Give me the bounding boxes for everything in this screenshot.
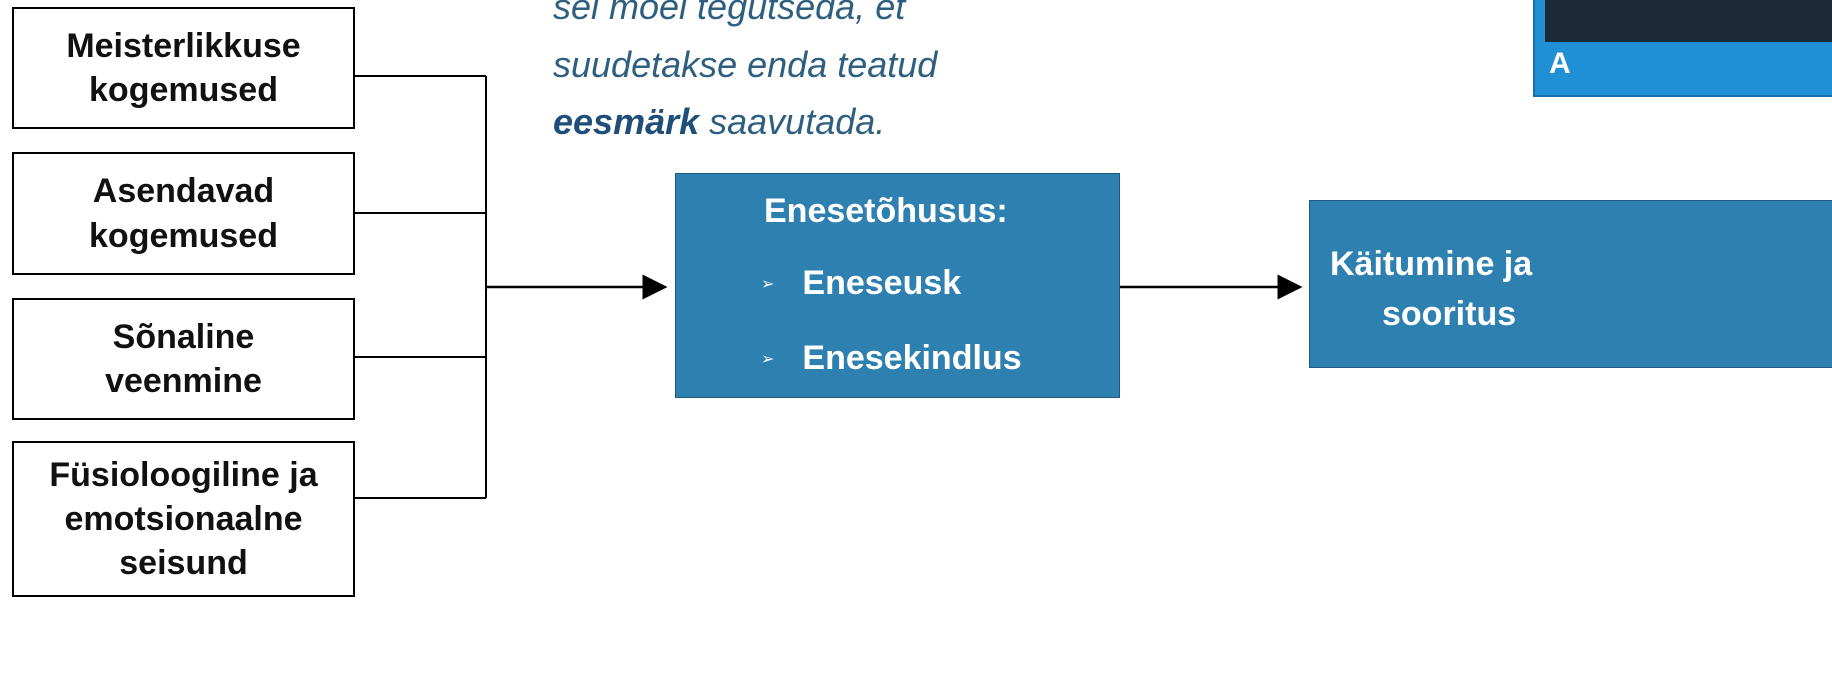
- arrow-bullet-icon: ➢: [761, 350, 775, 368]
- self-efficacy-box: Enesetõhusus: ➢ Eneseusk ➢ Enesekindlus: [675, 173, 1120, 398]
- quote-line-2: suudetakse enda teatud: [553, 43, 938, 85]
- source-label: Sõnaline veenmine: [105, 317, 262, 400]
- definition-quote: sel moel tegutseda, et suudetakse enda t…: [553, 0, 1113, 151]
- quote-line-1: sel moel tegutseda, et: [553, 0, 906, 27]
- badge-image: [1545, 0, 1832, 42]
- behavior-performance-box: Käitumine ja sooritus: [1309, 200, 1832, 368]
- source-label: Füsioloogiline ja emotsionaalne seisund: [49, 455, 318, 583]
- self-efficacy-title: Enesetõhusus:: [764, 192, 1008, 230]
- arrow-bullet-icon: ➢: [761, 275, 775, 293]
- source-label: Meisterlikkuse kogemused: [66, 26, 301, 109]
- quote-line-3: eesmärk saavutada.: [553, 93, 1113, 151]
- self-efficacy-item: ➢ Eneseusk: [761, 264, 961, 303]
- badge-letter: A: [1549, 47, 1571, 80]
- source-label: Asendavad kogemused: [89, 172, 278, 255]
- self-efficacy-item-label: Enesekindlus: [802, 339, 1022, 377]
- result-line-1: Käitumine ja: [1330, 245, 1533, 283]
- quote-line-3-rest: saavutada.: [699, 101, 886, 143]
- quote-emphasis: eesmärk: [553, 101, 700, 143]
- source-box-vicarious: Asendavad kogemused: [12, 152, 355, 275]
- source-box-physiological: Füsioloogiline ja emotsionaalne seisund: [12, 441, 355, 597]
- source-box-verbal: Sõnaline veenmine: [12, 298, 355, 420]
- result-line-2: sooritus: [1382, 295, 1517, 333]
- corner-badge: A: [1533, 0, 1832, 97]
- self-efficacy-item-label: Eneseusk: [802, 264, 962, 302]
- source-box-mastery: Meisterlikkuse kogemused: [12, 7, 355, 129]
- self-efficacy-item: ➢ Enesekindlus: [761, 339, 1022, 378]
